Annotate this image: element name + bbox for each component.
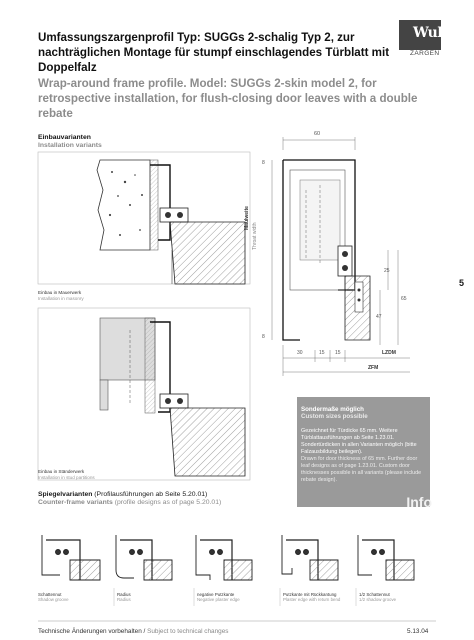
info-tag: Info: [406, 494, 432, 510]
info-box: Sondermaße möglich Custom sizes possible…: [297, 397, 432, 510]
throat-label-en: Throat width: [252, 222, 258, 250]
dim-8-top: 8: [262, 160, 265, 166]
page-number: 5.13.04: [407, 628, 429, 635]
variant-caption: negative Putzkante Negative plaster edge: [197, 592, 240, 602]
masonry-label-de: Einbau in Mauerwerk: [38, 290, 82, 295]
spiegel-note-en: (profile designs as of page 5.20.01): [114, 499, 222, 506]
footer-note-en: Subject to technical changes: [147, 628, 229, 635]
spiegel-title-de: Spiegelvarianten: [38, 491, 93, 498]
variant-label-en: 1/2 shadow groove: [359, 597, 397, 602]
spiegel-title-en: Counter-frame variants: [38, 499, 113, 506]
dim-lzdm: LZDM: [382, 350, 396, 356]
variant-label-en: Radius: [117, 597, 131, 602]
variant-caption: Schattennut Shadow groove: [38, 592, 69, 602]
stud-detail: [37, 307, 251, 481]
title-english: Wrap-around frame profile. Model: SUGGs …: [38, 77, 418, 120]
info-title-en: Custom sizes possible: [301, 413, 368, 420]
spiegel-heading-de: Spiegelvarianten (Profilausführungen ab …: [38, 491, 207, 498]
variant-label-en: Plaster edge with return bend: [283, 597, 341, 602]
dim-15b: 15: [335, 350, 341, 356]
variant-shadow-groove-drawing: [41, 535, 101, 581]
variant-label-en: Shadow groove: [38, 597, 69, 602]
stud-label-de: Einbau in Ständerwerk: [38, 469, 85, 474]
logo-subtitle: ZARGEN: [410, 50, 440, 57]
masonry-label-en: Installation in masonry: [38, 296, 84, 301]
counter-frame-variants: [41, 535, 415, 581]
variant-half-shadow-groove-drawing: [357, 535, 415, 581]
footer-note-de: Technische Änderungen vorbehalten: [38, 628, 142, 635]
spiegel-heading-en: Counter-frame variants (profile designs …: [38, 499, 221, 506]
dim-15a: 15: [319, 350, 325, 356]
variant-label-en: Negative plaster edge: [197, 597, 240, 602]
variant-caption: 1/2 Schattennut 1/2 shadow groove: [359, 592, 396, 602]
spiegel-note-de: (Profilausführungen ab Seite 5.20.01): [94, 491, 208, 498]
logo-block: Wulf: [399, 20, 448, 50]
dim-47: 47: [376, 314, 382, 320]
info-body-en: Drawn for door thickness of 65 mm. Furth…: [301, 456, 422, 483]
page-marker: 5: [459, 278, 465, 288]
dim-65: 65: [401, 296, 407, 302]
variant-label-de: 1/2 Schattennut: [359, 592, 390, 597]
footer-separator: /: [143, 628, 146, 635]
dim-zfm: ZFM: [368, 365, 379, 371]
title-german: Umfassungszargenprofil Typ: SUGGs 2-scha…: [38, 31, 390, 74]
variant-label-de: negative Putzkante: [197, 592, 235, 597]
installation-title-en: Installation variants: [38, 142, 102, 149]
dim-top: 60: [314, 131, 321, 137]
variant-separators: [113, 588, 357, 606]
stud-label-en: Installation in stud partitions: [38, 475, 95, 480]
dim-30: 30: [297, 350, 303, 356]
variant-negative-plaster-edge-drawing: [195, 535, 253, 581]
footer-note: Technische Änderungen vorbehalten / Subj…: [38, 628, 228, 635]
variant-caption: Radius Radius: [117, 592, 131, 602]
section-drawing: [271, 137, 410, 376]
logo-word: Wulf: [413, 25, 448, 41]
info-title-de: Sondermaße möglich: [301, 406, 364, 413]
wulf-logo: Wulf ZARGEN: [399, 20, 448, 58]
throat-label-de: Maulweite: [244, 206, 250, 230]
variant-label-de: Putzkante mit Rückkantung: [283, 592, 337, 597]
info-body-de: Gezeichnet für Türdicke 65 mm. Weitere T…: [301, 428, 417, 455]
dim-8-bottom: 8: [262, 334, 265, 340]
installation-title-de: Einbauvarianten: [38, 134, 91, 141]
variant-return-bend-drawing: [281, 535, 339, 581]
variant-radius-drawing: [115, 535, 173, 581]
masonry-detail: [37, 151, 251, 285]
variant-label-de: Schattennut: [38, 592, 62, 597]
dim-25: 25: [384, 268, 390, 274]
variant-caption: Putzkante mit Rückkantung Plaster edge w…: [283, 592, 340, 602]
variant-label-de: Radius: [117, 592, 131, 597]
